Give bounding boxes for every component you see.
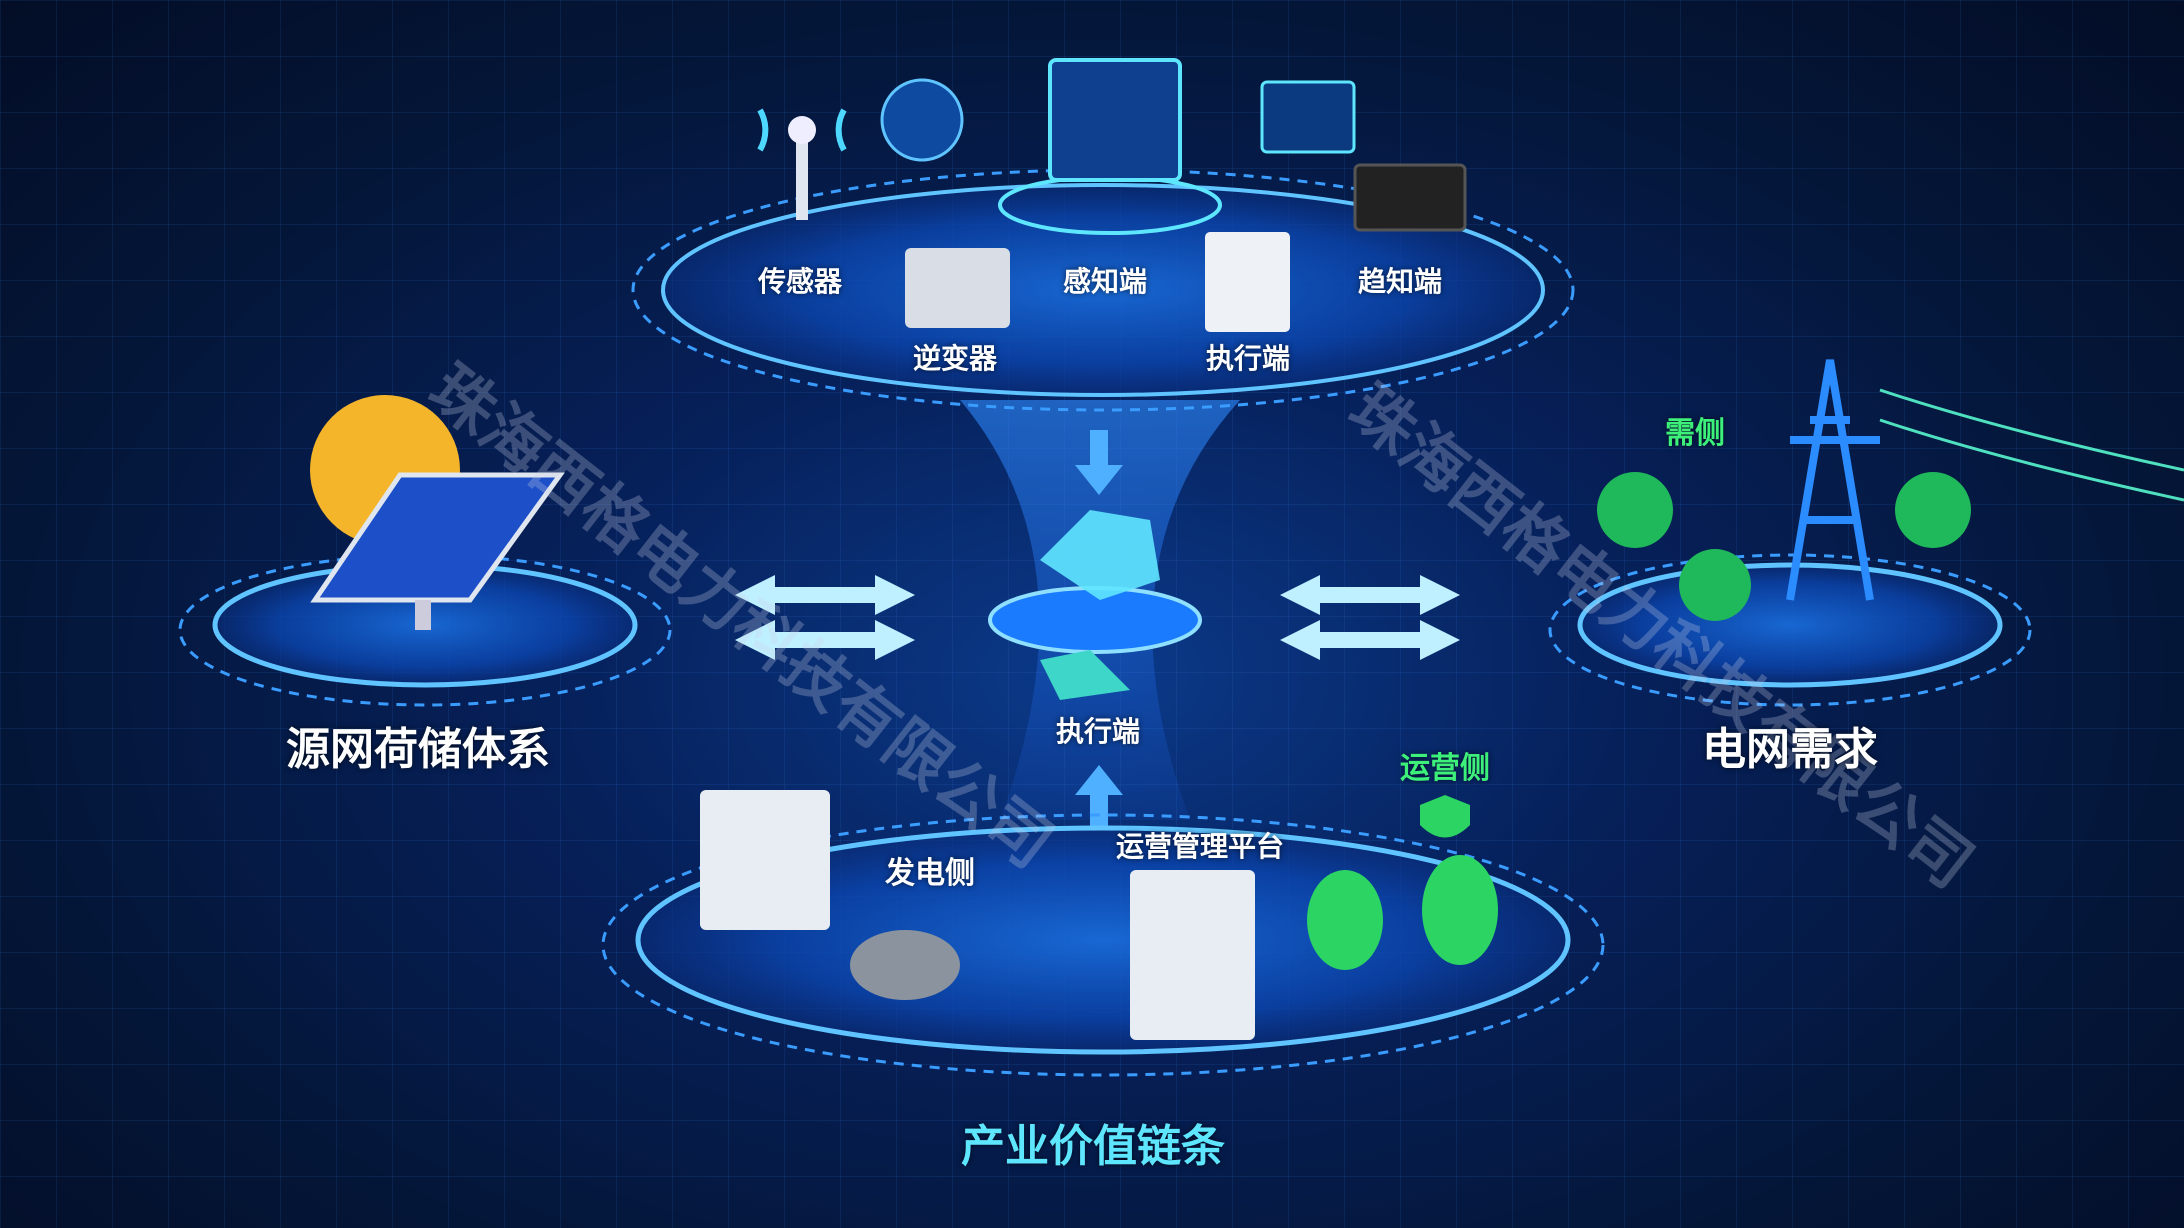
server-icon: [1205, 232, 1290, 332]
label-operation-side: 运营侧: [1400, 751, 1490, 786]
panel-icon: [1260, 80, 1356, 154]
label-sensor: 传感器: [757, 265, 843, 298]
label-industry-value-chain: 产业价值链条: [961, 1121, 1225, 1172]
power-tower-icon: [1786, 359, 1880, 601]
label-executor-top: 执行端: [1205, 342, 1291, 375]
coin-stack-icon: [1307, 855, 1498, 970]
sun-settings-icon: [1895, 472, 1971, 548]
cabinet-icon: [700, 790, 830, 930]
right-platform: [1548, 359, 2184, 707]
label-generation-side: 发电侧: [885, 856, 975, 891]
building-icon: [1679, 549, 1751, 621]
left-platform: [178, 395, 672, 707]
label-perception: 感知端: [1062, 265, 1148, 298]
sensor-globe-icon: [880, 78, 964, 162]
generator-icon: [850, 930, 960, 1000]
gear-icon: [1597, 472, 1673, 548]
top-platform: [631, 58, 1575, 412]
central-hub: [988, 510, 1202, 700]
hub-logo-icon: [1040, 510, 1160, 600]
label-remote-perception: 趋知端: [1357, 265, 1443, 298]
router-icon: [1353, 163, 1467, 232]
label-ops-platform: 运营管理平台: [1115, 830, 1285, 863]
label-hub: 执行端: [1055, 715, 1141, 748]
inverter-icon: [905, 248, 1010, 328]
label-demand-side: 需侧: [1665, 416, 1725, 451]
antenna-icon: [757, 108, 847, 220]
label-inverter: 逆变器: [912, 342, 998, 375]
label-source-grid-load-storage: 源网荷储体系: [286, 724, 550, 775]
terminal-icon: [1130, 870, 1255, 1040]
monitor-icon: [1048, 58, 1182, 182]
bidirectional-arrows: [735, 430, 1460, 830]
label-grid-demand: 电网需求: [1702, 724, 1878, 775]
bottom-platform: [601, 790, 1605, 1077]
shield-icon: [1420, 795, 1470, 838]
